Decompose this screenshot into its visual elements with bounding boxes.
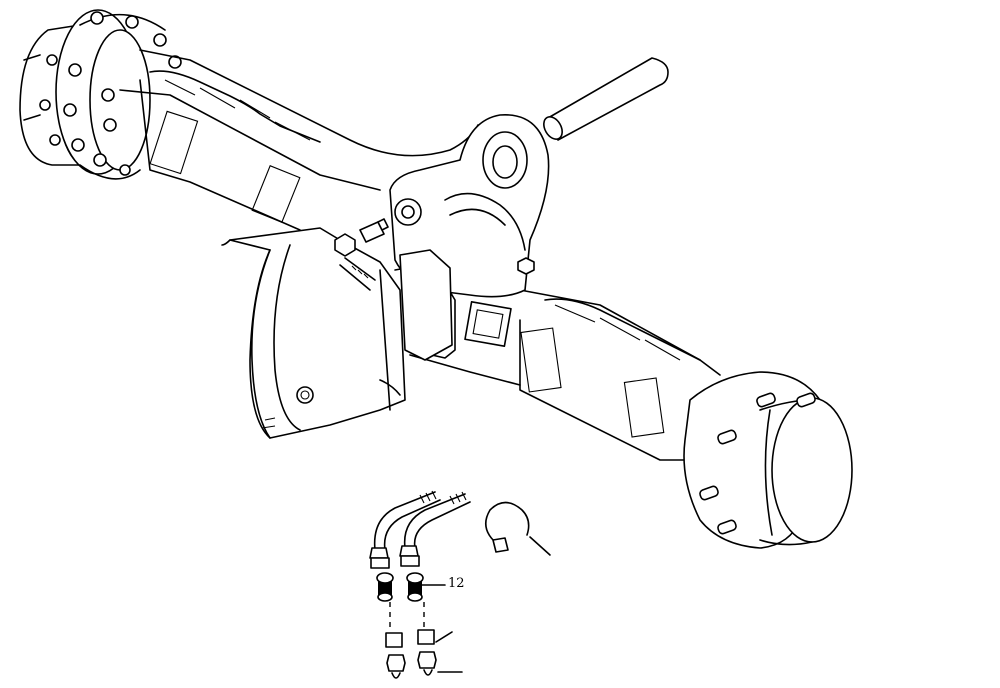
callout-label: 12 [448,576,465,591]
left-wheel-hub [19,9,182,180]
differential-housing [221,218,456,439]
hose-fittings [369,490,471,679]
axle-beam [119,49,721,461]
circlip [484,501,551,556]
pivot-pin [543,57,669,141]
right-wheel-hub [683,371,853,549]
